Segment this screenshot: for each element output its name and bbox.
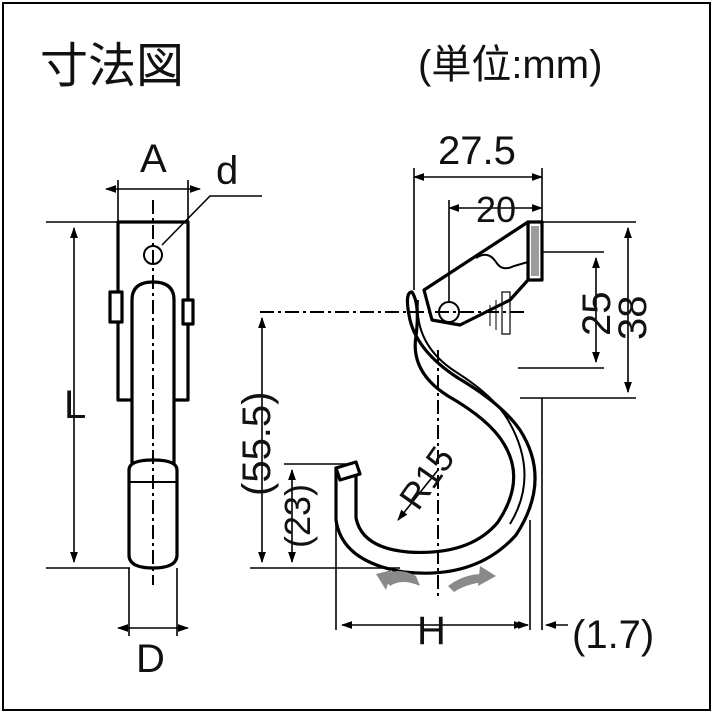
- dim-20-label: 20: [476, 189, 516, 230]
- front-leader-d: [161, 195, 262, 246]
- front-bracket-ear-right: [181, 298, 195, 326]
- dim-23-label: (23): [277, 484, 318, 548]
- rotate-arrowhead-right-icon: [478, 566, 496, 586]
- rotate-arrowhead-left-icon: [376, 570, 392, 590]
- dim-27-5-label: 27.5: [438, 129, 516, 173]
- dim-25-label: 25: [575, 292, 619, 337]
- side-bracket-notch: [475, 253, 529, 270]
- front-view: A d L D: [46, 137, 262, 681]
- side-view: 27.5 20 25 38 (55.5) (23) R15 H: [235, 129, 655, 657]
- dim-55-5-label: (55.5): [235, 392, 279, 497]
- drawing-title: 寸法図: [40, 38, 184, 94]
- rotate-arrow-left-icon: [382, 571, 420, 586]
- dim-r15-label: R15: [391, 439, 462, 517]
- side-hook-inner-line: [416, 299, 526, 525]
- rotate-arrow-right-icon: [448, 574, 484, 592]
- unit-note: (単位:mm): [418, 43, 602, 87]
- side-radius-leader: [397, 469, 439, 521]
- front-bracket-ear-left: [108, 290, 124, 324]
- label-d-diameter: D: [136, 637, 165, 681]
- label-l: L: [64, 383, 86, 427]
- side-wall-plate-band: [531, 226, 539, 276]
- dim-h-label: H: [417, 609, 446, 653]
- label-a: A: [140, 137, 167, 181]
- dim-38-label: 38: [611, 296, 655, 341]
- dim-1-7-label: (1.7): [572, 613, 654, 657]
- label-d: d: [216, 149, 238, 193]
